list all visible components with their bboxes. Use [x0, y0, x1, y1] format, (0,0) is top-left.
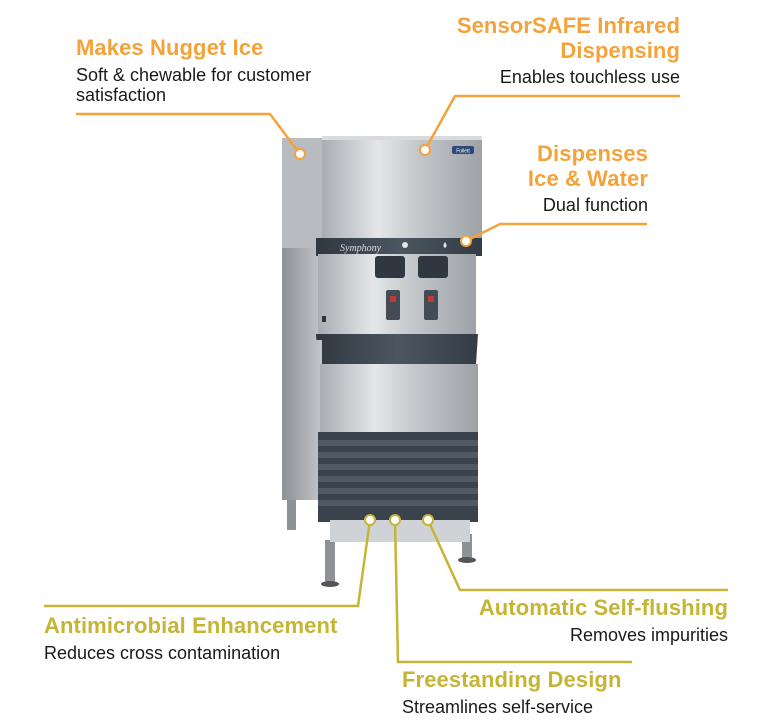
callout-title: Dispenses Ice & Water	[527, 141, 648, 191]
callout-desc: Reduces cross contamination	[44, 642, 281, 663]
callout-sensorsafe: SensorSAFE Infrared Dispensing Enables t…	[430, 13, 680, 88]
dot-dispenses	[460, 235, 472, 247]
callout-nugget-ice: Makes Nugget Ice Soft & chewable for cus…	[76, 35, 316, 105]
model-script: Symphony	[340, 243, 382, 254]
callout-desc: Soft & chewable for customer satisfactio…	[76, 64, 312, 105]
dispensing-area	[318, 254, 476, 336]
callout-desc: Dual function	[542, 195, 648, 216]
drip-tray	[316, 334, 478, 364]
callout-freestanding: Freestanding Design Streamlines self-ser…	[402, 667, 642, 717]
sensor-icon	[402, 242, 408, 248]
callout-title: Antimicrobial Enhancement	[44, 613, 338, 638]
callout-title: SensorSAFE Infrared Dispensing	[456, 13, 680, 63]
ice-bin-top: Follett	[282, 136, 482, 250]
dot-nugget	[294, 148, 306, 160]
callout-self-flushing: Automatic Self-flushing Removes impuriti…	[440, 595, 728, 645]
callout-dispenses: Dispenses Ice & Water Dual function	[500, 141, 648, 216]
callout-desc: Removes impurities	[569, 624, 728, 645]
brand-badge	[452, 146, 474, 154]
callout-title: Automatic Self-flushing	[478, 595, 728, 620]
dot-flushing	[422, 514, 434, 526]
callout-antimicrobial: Antimicrobial Enhancement Reduces cross …	[44, 613, 374, 663]
callout-connectors-olive	[44, 519, 728, 664]
callout-desc: Streamlines self-service	[402, 696, 594, 717]
dot-freestanding	[389, 514, 401, 526]
control-band	[316, 238, 482, 256]
lower-steel-panel	[320, 364, 478, 434]
dot-sensor	[419, 144, 431, 156]
callout-title: Freestanding Design	[402, 667, 622, 692]
water-drop-icon	[443, 242, 447, 248]
brand-badge-text: Follett	[456, 149, 470, 155]
dot-antimicrobial	[364, 514, 376, 526]
callout-title: Makes Nugget Ice	[76, 35, 264, 60]
machine-legs	[287, 490, 476, 587]
callout-desc: Enables touchless use	[499, 67, 680, 88]
ribbed-base	[318, 432, 478, 542]
callout-connectors-orange	[76, 94, 680, 242]
